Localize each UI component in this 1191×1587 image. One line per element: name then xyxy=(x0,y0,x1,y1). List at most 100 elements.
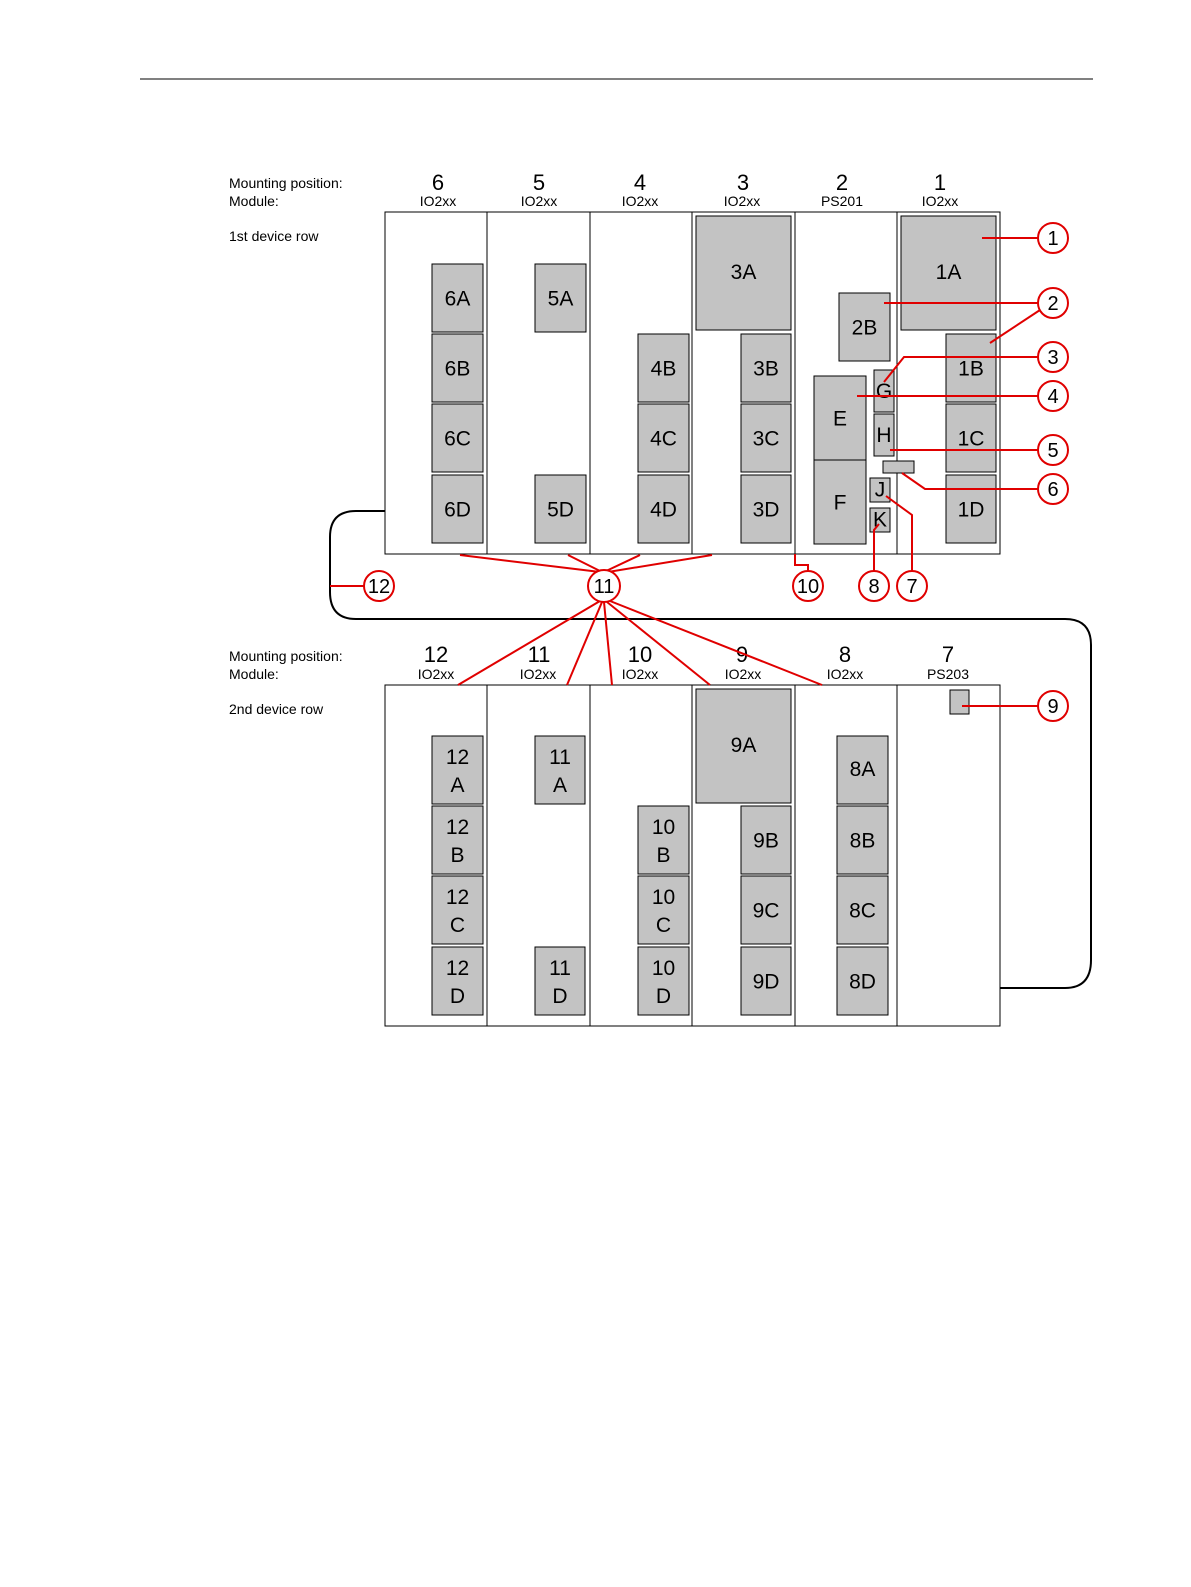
leader-line xyxy=(883,356,1039,383)
callout-9: 9 xyxy=(1037,690,1069,722)
callouts: 1 2 3 4 5 6 7 8 9 10 11 12 xyxy=(363,222,1069,722)
slot-12a: 12A xyxy=(431,735,484,805)
slot-3c: 3C xyxy=(740,403,792,473)
callout-12: 12 xyxy=(363,570,395,602)
slot-4d: 4D xyxy=(637,474,690,544)
slot-label: 9D xyxy=(753,971,780,994)
svg-text:7: 7 xyxy=(906,576,917,598)
slot-label: E xyxy=(833,408,847,431)
leader-line xyxy=(459,554,601,573)
slot-9a: 9A xyxy=(695,688,792,804)
slot-9d: 9D xyxy=(740,946,792,1016)
slot-label: 9A xyxy=(731,734,757,757)
position-number: 5 xyxy=(533,170,545,195)
position-number: 9 xyxy=(736,642,748,667)
slot-label: J xyxy=(875,478,886,501)
slot-f: F xyxy=(813,459,867,545)
slot-label: 6C xyxy=(444,428,471,451)
svg-text:5: 5 xyxy=(1047,440,1058,462)
slot-10d: 10D xyxy=(637,946,690,1016)
slot-label: A xyxy=(450,774,464,797)
slot-label: 6B xyxy=(445,358,471,381)
slot-label: 3C xyxy=(753,428,780,451)
slot-small-6 xyxy=(882,460,915,474)
device-row-1-label: 1st device row xyxy=(229,228,319,244)
callout-6: 6 xyxy=(1037,473,1069,505)
slot-label: 11 xyxy=(549,957,571,980)
slot-6d: 6D xyxy=(431,474,484,544)
position-number: 2 xyxy=(836,170,848,195)
callout-10: 10 xyxy=(792,570,824,602)
svg-text:12: 12 xyxy=(368,576,390,598)
slot-6a: 6A xyxy=(431,263,484,333)
slot-5a: 5A xyxy=(534,263,587,333)
module-type: IO2xx xyxy=(724,193,761,209)
module-type: IO2xx xyxy=(922,193,959,209)
svg-text:6: 6 xyxy=(1047,479,1058,501)
slot-label: H xyxy=(876,424,891,447)
slot-12c: 12C xyxy=(431,875,484,945)
leader-line xyxy=(885,495,913,572)
slot-label: G xyxy=(876,380,892,403)
slot-8b: 8B xyxy=(836,805,889,875)
slot-label: 3D xyxy=(753,499,780,522)
slot-8c: 8C xyxy=(836,875,889,945)
callout-3: 3 xyxy=(1037,341,1069,373)
callout-lines xyxy=(330,237,1041,707)
module-label-row1: Module: xyxy=(229,193,279,209)
leader-line xyxy=(606,601,711,686)
slot-label: 3B xyxy=(753,358,779,381)
slot-label: B xyxy=(450,844,464,867)
slot-label: 6A xyxy=(445,288,471,311)
mounting-position-label-row1: Mounting position: xyxy=(229,175,343,191)
slot-label: 5A xyxy=(548,288,574,311)
slot-h: H xyxy=(873,413,895,457)
slot-e: E xyxy=(813,375,867,461)
slot-label: 8D xyxy=(849,971,876,994)
row2-position-numbers: 12 11 10 9 8 7 IO2xx IO2xx IO2xx IO2xx I… xyxy=(418,642,970,682)
svg-text:11: 11 xyxy=(594,576,615,598)
slot-8a: 8A xyxy=(836,735,889,805)
slot-label: 8C xyxy=(849,900,876,923)
position-number: 10 xyxy=(628,642,652,667)
leader-line xyxy=(989,309,1041,344)
slot-10b: 10B xyxy=(637,805,690,875)
module-type: IO2xx xyxy=(827,666,864,682)
slot-12d: 12D xyxy=(431,946,484,1016)
slot-label: F xyxy=(834,492,847,515)
slot-1d: 1D xyxy=(945,474,997,544)
slot-label: 3A xyxy=(731,261,757,284)
slot-label: 12 xyxy=(446,957,469,980)
slot-label: 8B xyxy=(850,830,876,853)
svg-text:2: 2 xyxy=(1047,293,1058,315)
extension-cable-left xyxy=(329,510,1092,989)
slot-label: 10 xyxy=(652,816,675,839)
module-type: IO2xx xyxy=(520,666,557,682)
slot-12b: 12B xyxy=(431,805,484,875)
slot-label: 11 xyxy=(549,746,571,769)
slot-label: 12 xyxy=(446,886,469,909)
callout-11: 11 xyxy=(587,569,621,603)
slot-3d: 3D xyxy=(740,474,792,544)
slot-label: 2B xyxy=(852,317,878,340)
module-7 xyxy=(896,684,1001,1027)
slot-5d: 5D xyxy=(534,474,587,544)
slot-g: G xyxy=(873,369,895,413)
position-number: 3 xyxy=(737,170,749,195)
position-number: 1 xyxy=(934,170,946,195)
slot-9c: 9C xyxy=(740,875,792,945)
slot-label: 6D xyxy=(444,499,471,522)
slot-label: 1C xyxy=(958,428,985,451)
leader-line xyxy=(603,554,641,573)
slot-9b: 9B xyxy=(740,805,792,875)
module-type: IO2xx xyxy=(622,666,659,682)
slot-label: 12 xyxy=(446,816,469,839)
slot-10c: 10C xyxy=(637,875,690,945)
slot-label: 10 xyxy=(652,886,675,909)
module-label-row2: Module: xyxy=(229,666,279,682)
svg-text:8: 8 xyxy=(868,576,879,598)
leader-line xyxy=(607,554,713,573)
slot-label: B xyxy=(656,844,670,867)
row1-position-numbers: 6 5 4 3 2 1 IO2xx IO2xx IO2xx IO2xx PS20… xyxy=(420,170,959,209)
slot-1b: 1B xyxy=(945,333,997,403)
